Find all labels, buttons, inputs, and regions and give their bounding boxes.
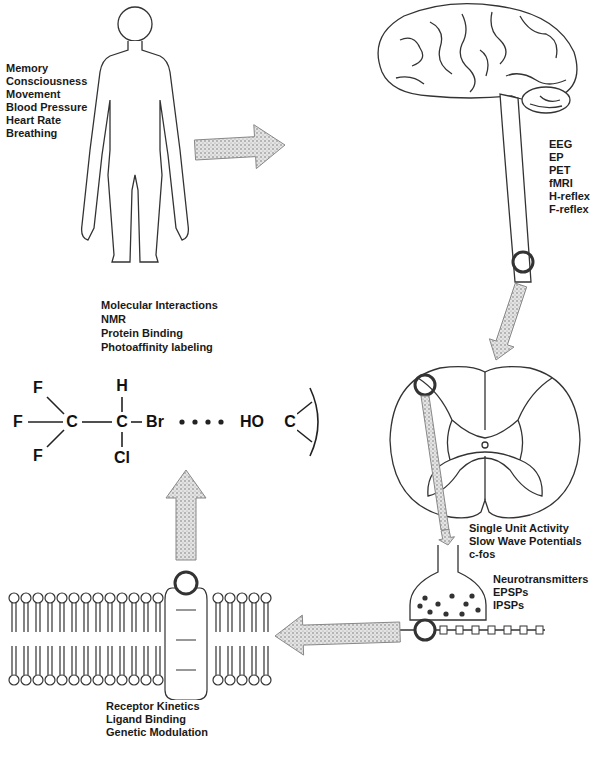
atom-label: F [32,447,44,465]
atom-label: Cl [113,449,131,467]
broad-arrow [489,283,526,360]
measure-label: Heart Rate [5,114,62,127]
measure-label: Molecular Interactions [100,298,219,312]
measure-label: Genetic Modulation [105,726,209,739]
broad-arrow [194,125,285,169]
measure-label: EEG [548,138,573,151]
measure-label: c-fos [468,548,496,561]
human-figure [82,7,189,262]
spinal-cross-section [390,367,580,530]
atom-label: C [283,413,297,431]
measure-label: Memory [5,62,49,75]
broad-arrow [439,529,455,545]
brain-spinal-cord [378,4,577,282]
measure-label: EPSPs [492,586,529,599]
text-list: Single Unit ActivitySlow Wave Potentials… [468,522,583,561]
measure-label: Protein Binding [100,326,184,340]
broad-arrow [166,470,206,560]
stage-node: Receptor KineticsLigand BindingGenetic M… [5,560,275,750]
text-list: EEGEPPETfMRIH-reflexF-reflex [548,138,591,216]
chemical-bonds [28,388,318,456]
measure-label: Blood Pressure [5,101,88,114]
measure-label: Slow Wave Potentials [468,535,583,548]
atom-label: C [65,413,79,431]
stage-node: Molecular InteractionsNMRProtein Binding… [5,290,335,470]
measure-label: Single Unit Activity [468,522,570,535]
synapse [400,545,545,640]
text-list: MemoryConsciousnessMovementBlood Pressur… [5,62,88,140]
measure-label: Receptor Kinetics [105,700,201,713]
lipid-bilayer [9,572,271,700]
stage-node: EEGEPPETfMRIH-reflexF-reflex [285,0,600,285]
stage-node: MemoryConsciousnessMovementBlood Pressur… [0,0,195,270]
measure-label: PET [548,164,571,177]
atom-label: Br [145,413,165,431]
measure-label: fMRI [548,177,574,190]
measure-label: IPSPs [492,599,525,612]
measure-label: NMR [100,312,127,326]
measure-label: F-reflex [548,203,590,216]
measure-label: Consciousness [5,75,88,88]
measure-label: Neurotransmitters [492,573,589,586]
measure-label: Movement [5,88,61,101]
atom-label: F [32,379,44,397]
atom-label: F [12,413,24,431]
measure-label: EP [548,151,565,164]
atom-label: H [115,377,129,395]
measure-label: H-reflex [548,190,591,203]
atom-label: HO [239,413,265,431]
measure-label: Photoaffinity labeling [100,340,214,354]
stage-node: Single Unit ActivitySlow Wave Potentials… [385,360,600,530]
atom-label: C [115,413,129,431]
text-list: Receptor KineticsLigand BindingGenetic M… [105,700,209,739]
text-list: NeurotransmittersEPSPsIPSPs [492,573,589,612]
broad-arrow [275,615,400,655]
stage-node: NeurotransmittersEPSPsIPSPs [400,545,600,640]
measure-label: Breathing [5,127,58,140]
measure-label: Ligand Binding [105,713,187,726]
text-list: Molecular InteractionsNMRProtein Binding… [100,298,219,354]
